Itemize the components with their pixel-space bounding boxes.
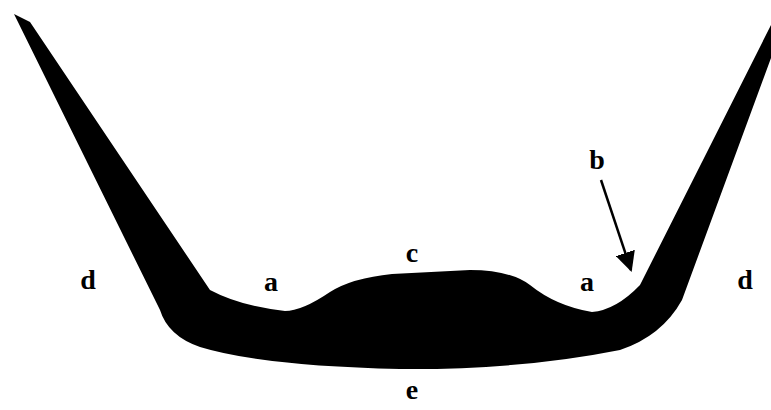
part-label: a bbox=[264, 268, 278, 296]
part-label: d bbox=[737, 266, 753, 294]
leader-arrow bbox=[601, 180, 631, 270]
part-label: c bbox=[406, 239, 418, 267]
part-label: d bbox=[80, 266, 96, 294]
part-label: a bbox=[580, 268, 594, 296]
part-label: e bbox=[406, 376, 418, 404]
section-shape bbox=[14, 14, 771, 369]
part-label: b bbox=[589, 146, 605, 174]
